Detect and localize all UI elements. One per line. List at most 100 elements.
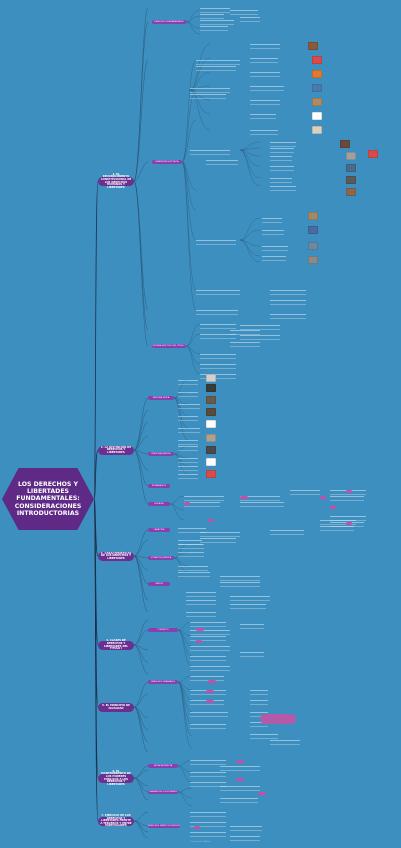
- highlight-node[interactable]: [346, 490, 352, 493]
- highlight-node[interactable]: [236, 778, 244, 781]
- sub-label: SISTEMA EFECTIVO DEL TÍTULO I: [152, 345, 186, 347]
- sub-deberes-poderes[interactable]: DEBERES DE LOS PODERES: [148, 790, 178, 794]
- note-block: [270, 142, 296, 147]
- connector-line: [133, 180, 149, 331]
- note-block: [178, 440, 198, 445]
- note-block: [190, 760, 226, 765]
- connector-line: [133, 555, 149, 571]
- highlight-node[interactable]: [260, 714, 296, 724]
- note-block: [190, 812, 226, 817]
- sub-extranjeros[interactable]: EXTRANJEROS: [148, 484, 170, 488]
- note-block: [250, 72, 280, 77]
- connector-line: [93, 180, 99, 500]
- sub-label: DERECHOS FRENTE A TERCEROS: [148, 825, 180, 827]
- highlight-node[interactable]: [196, 628, 204, 631]
- connector-line: [169, 503, 185, 521]
- note-block: [250, 690, 268, 695]
- branch-reconocimiento[interactable]: 1. EL RECONOCIMIENTO CONSTITUCIONAL DE L…: [98, 173, 134, 188]
- sub-caracter[interactable]: CARÁCTER: [148, 528, 170, 532]
- branch-distincion[interactable]: 2. LA DISTINCIÓN DE DERECHOS Y LIBERTADE…: [98, 446, 134, 455]
- branch-mantenimiento[interactable]: 6. EL MANTENIMIENTO DE LOS PODERES PÚBLI…: [98, 770, 134, 785]
- highlight-node[interactable]: [240, 496, 248, 499]
- sub-label: CARÁCTER: [153, 529, 165, 531]
- branch-igualdad[interactable]: 5. EL PRINCIPIO DE IGUALDAD: [98, 703, 134, 712]
- note-block: [230, 10, 258, 15]
- sub-derechos-terceros[interactable]: DERECHOS FRENTE A TERCEROS: [148, 824, 180, 828]
- connector-line: [185, 345, 201, 355]
- branch-label: 2. LA DISTINCIÓN DE DERECHOS Y LIBERTADE…: [100, 445, 132, 454]
- branch-caracteristicas[interactable]: 3. CARACTERÍSTICAS DE LOS DERECHOS Y LIB…: [98, 552, 134, 561]
- connector-line: [169, 495, 185, 505]
- note-block: [186, 600, 216, 605]
- note-block: [200, 532, 240, 537]
- connector-line: [133, 693, 149, 708]
- sub-label: DEBERES DE LOS PODERES: [149, 791, 177, 793]
- note-block: [240, 496, 280, 501]
- note-block: [190, 822, 226, 827]
- sub-eficacia-directa[interactable]: EFICACIA DIRECTA: [148, 764, 178, 768]
- connector-line: [133, 397, 149, 451]
- sub-limites[interactable]: LÍMITES: [148, 582, 170, 586]
- connector-line: [133, 681, 149, 708]
- sub-sistema-efectivo[interactable]: SISTEMA EFECTIVO DEL TÍTULO I: [152, 344, 186, 348]
- central-topic-label: LOS DERECHOS Y LIBERTADES FUNDAMENTALES:…: [14, 481, 82, 517]
- connector-line: [185, 323, 201, 347]
- note-block: [230, 342, 260, 347]
- connector-line: [133, 644, 149, 675]
- note-block: [270, 178, 292, 183]
- note-block: [262, 256, 286, 261]
- connector-line: [177, 765, 193, 783]
- highlight-node[interactable]: [236, 760, 244, 763]
- highlight-node[interactable]: [258, 792, 266, 795]
- footer-text: Created with XMind: [190, 841, 210, 843]
- highlight-node[interactable]: [194, 826, 200, 829]
- highlight-node[interactable]: [196, 640, 202, 643]
- highlight-node[interactable]: [320, 496, 326, 499]
- branch-clases[interactable]: 4. CLASES DE DERECHOS Y LIBERTADES DEL T…: [98, 639, 134, 650]
- note-block: [270, 186, 296, 191]
- note-block: [270, 740, 300, 745]
- connector-line: [177, 791, 193, 807]
- connector-line: [185, 21, 201, 35]
- connector-line: [173, 557, 189, 567]
- note-block: [262, 218, 282, 223]
- note-block: [220, 582, 260, 587]
- sub-eficacia[interactable]: EFICACIA: [148, 502, 170, 506]
- highlight-node[interactable]: [206, 700, 214, 703]
- note-block: [190, 772, 226, 777]
- sub-persona-juridica[interactable]: PERSONA JURÍDICA: [148, 452, 174, 456]
- note-block: [200, 26, 228, 31]
- branch-label: 7. EJERCICIO DE LOS DERECHOS Y LIBERTADE…: [100, 814, 132, 828]
- highlight-node[interactable]: [184, 502, 190, 505]
- connector-line: [133, 619, 149, 646]
- sub-dimension-historica[interactable]: DIMENSIÓN HISTÓRICA: [152, 160, 182, 164]
- note-block: [190, 712, 228, 717]
- highlight-node[interactable]: [346, 522, 352, 525]
- central-topic[interactable]: LOS DERECHOS Y LIBERTADES FUNDAMENTALES:…: [2, 468, 94, 530]
- highlight-node[interactable]: [208, 519, 214, 522]
- sub-persona-fisica[interactable]: PERSONA FÍSICA: [148, 396, 174, 400]
- note-block: [240, 335, 280, 340]
- sub-label: LÍMITES: [155, 583, 163, 585]
- sub-derechos-fundamentales[interactable]: DERECHOS FUNDAMENTALES: [152, 20, 186, 24]
- illustration-image: [312, 126, 322, 134]
- sub-derechos-generales[interactable]: DERECHOS GENERALES: [148, 680, 178, 684]
- note-block: [190, 622, 226, 627]
- highlight-node[interactable]: [330, 506, 336, 509]
- note-block: [190, 88, 230, 93]
- branch-ejercicio[interactable]: 7. EJERCICIO DE LOS DERECHOS Y LIBERTADE…: [98, 814, 134, 828]
- highlight-node[interactable]: [206, 690, 214, 693]
- connector-line: [185, 9, 201, 23]
- sub-situacion-juridica[interactable]: SITUACIÓN JURÍDICA: [148, 556, 174, 560]
- note-block: [200, 14, 224, 19]
- connector-line: [177, 681, 193, 691]
- note-block: [190, 666, 230, 671]
- sub-concepto[interactable]: CONCEPTO: [148, 628, 178, 632]
- illustration-image: [312, 84, 322, 92]
- note-block: [184, 502, 220, 507]
- note-block: [270, 314, 306, 319]
- note-block: [250, 700, 268, 705]
- highlight-node[interactable]: [208, 680, 216, 683]
- note-block: [220, 786, 260, 791]
